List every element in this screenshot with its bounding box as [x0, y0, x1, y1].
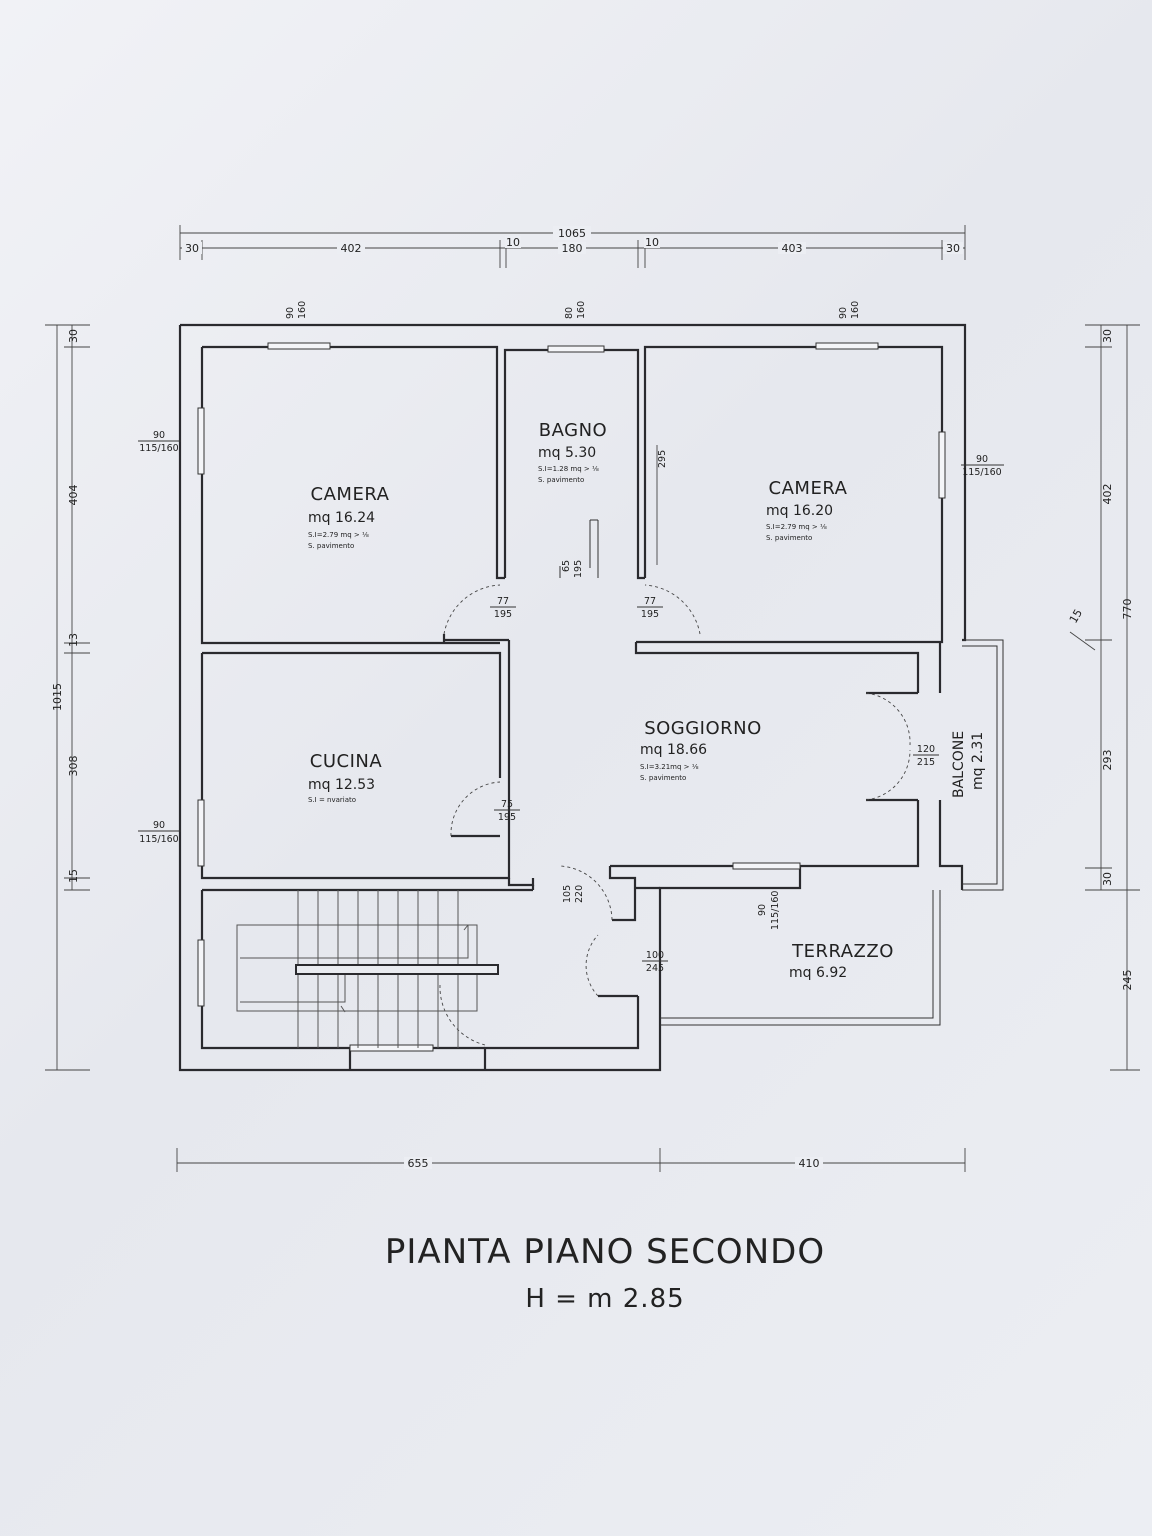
left-dimension-lines — [45, 324, 90, 1071]
dim-left-1: 404 — [67, 485, 80, 506]
dim-top-6: 30 — [946, 242, 960, 255]
dim-right-1: 402 — [1101, 484, 1114, 505]
win-right-camera-h: 115/160 — [962, 467, 1001, 478]
door-camera-right-h: 195 — [641, 609, 659, 620]
dim-left-2: 13 — [67, 633, 80, 647]
door-balcone-w: 120 — [917, 744, 935, 755]
door-bagno-h: 195 — [573, 560, 584, 578]
win-top-right-w: 90 — [838, 307, 849, 319]
door-terrazzo-h: 245 — [646, 963, 664, 974]
room-camera-left-note2: S. pavimento — [308, 542, 354, 550]
room-balcone-name: BALCONE — [951, 731, 967, 798]
dim-bottom-1: 410 — [799, 1157, 820, 1170]
win-top-left-h: 160 — [297, 301, 308, 319]
room-soggiorno-name: SOGGIORNO — [644, 718, 762, 739]
win-top-right-h: 160 — [850, 301, 861, 319]
win-terrazzo-h: 115/160 — [770, 891, 781, 930]
room-camera-right-note2: S. pavimento — [766, 534, 812, 542]
dim-left-4: 15 — [67, 869, 80, 883]
room-terrazzo-name: TERRAZZO — [791, 941, 894, 962]
dim-bottom-0: 655 — [408, 1157, 429, 1170]
room-cucina-name: CUCINA — [310, 751, 383, 772]
dim-right-3: 293 — [1101, 750, 1114, 771]
room-bagno-name: BAGNO — [539, 420, 607, 441]
room-bagno-note2: S. pavimento — [538, 476, 584, 484]
door-camera-left-h: 195 — [494, 609, 512, 620]
plan-title: PIANTA PIANO SECONDO — [385, 1232, 825, 1272]
dim-right-5: 245 — [1121, 970, 1134, 991]
door-terrazzo-w: 100 — [646, 950, 664, 961]
dim-right-4: 30 — [1101, 872, 1114, 886]
win-terrazzo-w: 90 — [757, 904, 768, 916]
win-left-cucina-h: 115/160 — [139, 834, 178, 845]
wall-dim-295: 295 — [657, 450, 668, 468]
room-soggiorno-note1: S.I=3.21mq > ⅛ — [640, 763, 699, 771]
door-cucina-h: 195 — [498, 812, 516, 823]
room-soggiorno-area: mq 18.66 — [640, 742, 707, 758]
dim-top-0: 30 — [185, 242, 199, 255]
room-soggiorno-note2: S. pavimento — [640, 774, 686, 782]
door-balcone-h: 215 — [917, 757, 935, 768]
dim-top-3: 180 — [562, 242, 583, 255]
right-dimension-lines — [1069, 324, 1140, 1071]
win-top-bagno-w: 80 — [564, 307, 575, 319]
dim-right-0: 30 — [1101, 329, 1114, 343]
dim-top-5: 403 — [782, 242, 803, 255]
room-bagno-note1: S.I=1.28 mq > ⅛ — [538, 465, 599, 473]
staircase — [236, 890, 499, 1048]
dim-right-2: 15 — [1067, 607, 1085, 626]
windows — [197, 342, 946, 1052]
room-balcone-area: mq 2.31 — [970, 732, 986, 790]
room-camera-left-note1: S.I=2.79 mq > ⅛ — [308, 531, 369, 539]
dim-top-2: 10 — [506, 236, 520, 249]
door-swings — [439, 519, 911, 1046]
room-cucina-note1: S.I = nvariato — [308, 796, 356, 804]
door-camera-left-w: 77 — [497, 596, 509, 607]
door-ingresso-h: 220 — [574, 885, 585, 903]
dim-top-total: 1065 — [558, 227, 586, 240]
room-cucina-area: mq 12.53 — [308, 777, 375, 793]
dim-top-4: 10 — [645, 236, 659, 249]
win-top-bagno-h: 160 — [576, 301, 587, 319]
door-ingresso-w: 105 — [562, 885, 573, 903]
bottom-dimension-lines — [176, 1148, 966, 1172]
win-left-cucina-w: 90 — [153, 820, 165, 831]
plan-height-label: H = m 2.85 — [525, 1284, 684, 1314]
room-camera-left-name: CAMERA — [311, 484, 390, 505]
door-cucina-w: 75 — [501, 799, 513, 810]
dim-right-total: 770 — [1121, 599, 1134, 620]
door-camera-right-w: 77 — [644, 596, 656, 607]
room-camera-left-area: mq 16.24 — [308, 510, 375, 526]
dim-left-0: 30 — [67, 329, 80, 343]
room-bagno-area: mq 5.30 — [538, 445, 596, 461]
win-left-camera-w: 90 — [153, 430, 165, 441]
room-camera-right-note1: S.I=2.79 mq > ⅛ — [766, 523, 827, 531]
dim-left-total: 1015 — [51, 683, 64, 711]
win-right-camera-w: 90 — [976, 454, 988, 465]
win-left-camera-h: 115/160 — [139, 443, 178, 454]
room-camera-right-name: CAMERA — [769, 478, 848, 499]
room-terrazzo-area: mq 6.92 — [789, 965, 847, 981]
door-bagno-w: 65 — [561, 560, 572, 572]
room-camera-right-area: mq 16.20 — [766, 503, 833, 519]
win-top-left-w: 90 — [285, 307, 296, 319]
exterior-walls — [178, 323, 1004, 1072]
dim-top-1: 402 — [341, 242, 362, 255]
dim-left-3: 308 — [67, 756, 80, 777]
